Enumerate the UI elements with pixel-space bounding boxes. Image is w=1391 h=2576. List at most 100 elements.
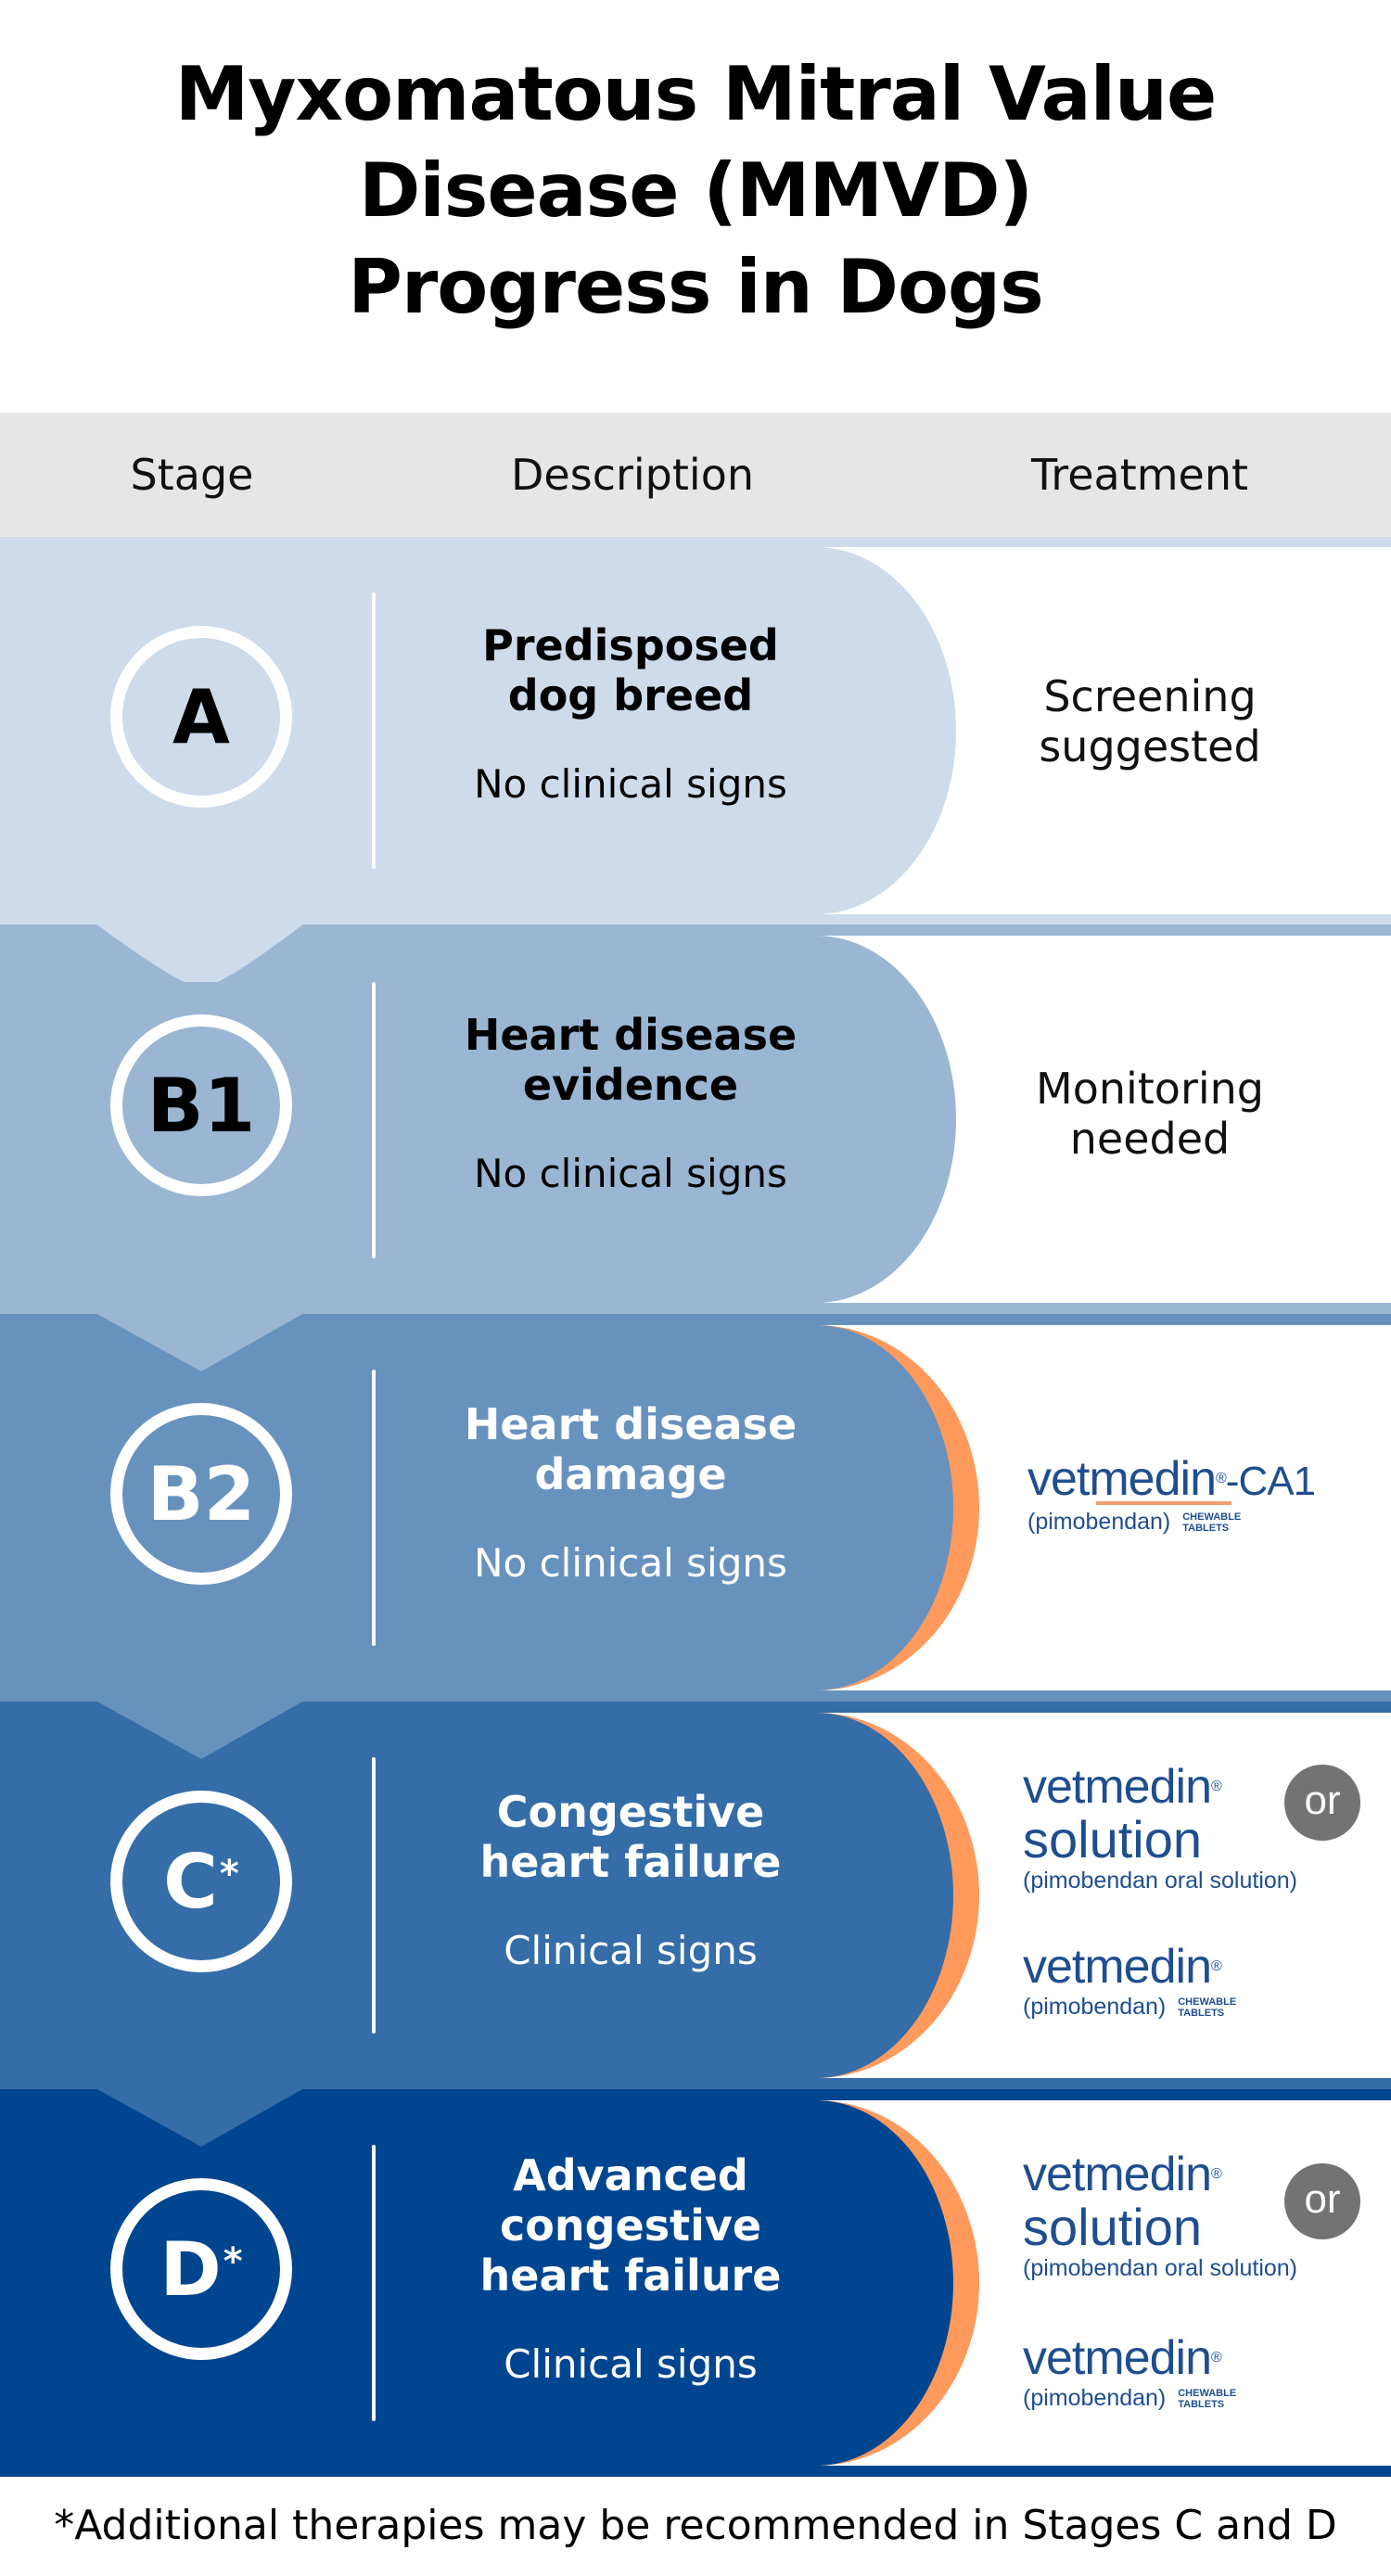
vetmedin-ca1-logo: vetmedin®-CA1 (pimobendan) CHEWABLE TABL…: [1027, 1452, 1316, 1536]
stage-d-description: Advanced congestive heart failure Clinic…: [399, 2150, 862, 2388]
asterisk: *: [223, 2240, 243, 2283]
dosage-form-line: CHEWABLE: [1178, 1996, 1237, 2009]
or-badge: or: [1284, 1765, 1360, 1841]
description-title-line: heart failure: [479, 2251, 782, 2301]
stage-badge-d: D*: [110, 2178, 292, 2360]
description-title-line: Advanced: [513, 2150, 748, 2200]
registered-mark: ®: [1211, 1779, 1222, 1794]
stage-badge-b1: B1: [110, 1014, 292, 1196]
dosage-form-line: TABLETS: [1178, 2399, 1225, 2411]
description-subtitle: Clinical signs: [504, 1928, 758, 1973]
stage-label: B2: [147, 1450, 256, 1537]
page-title: Myxomatous Mitral Value Disease (MMVD) P…: [0, 46, 1391, 336]
footnote: *Additional therapies may be recommended…: [54, 2502, 1337, 2549]
description-title-line: Congestive: [496, 1787, 765, 1837]
stage-row-c: C* Congestive heart failure Clinical sig…: [0, 1702, 1391, 2147]
stage-c-description: Congestive heart failure Clinical signs: [399, 1787, 862, 1974]
stage-row-d: D* Advanced congestive heart failure Cli…: [0, 2089, 1391, 2477]
vetmedin-solution-logo: vetmedin® solution (pimobendan oral solu…: [1023, 1761, 1297, 1894]
description-title: Predisposed dog breed: [399, 620, 862, 721]
generic-name: (pimobendan) CHEWABLE TABLETS: [1023, 2384, 1236, 2412]
brand-line-2: solution: [1023, 2198, 1203, 2256]
description-title-line: Heart disease: [464, 1399, 798, 1449]
stage-b1-description: Heart disease evidence No clinical signs: [399, 1010, 862, 1197]
header-treatment: Treatment: [1030, 450, 1249, 500]
generic-text: (pimobendan): [1027, 1509, 1171, 1535]
heart-icon: [1096, 1501, 1231, 1505]
stage-badge-a: A: [110, 626, 292, 808]
stage-b1-treatment: Monitoring needed: [964, 1064, 1335, 1164]
stage-label: D: [160, 2225, 222, 2313]
stage-a-treatment: Screening suggested: [964, 671, 1335, 772]
brand-name: vetmedin®: [1023, 1760, 1222, 1814]
column-divider: [372, 2145, 376, 2421]
brand-suffix: -CA1: [1225, 1459, 1316, 1504]
description-title-line: heart failure: [479, 1837, 782, 1887]
description-title: Advanced congestive heart failure: [399, 2150, 862, 2301]
description-subtitle: No clinical signs: [474, 1540, 787, 1586]
stage-badge-b2: B2: [110, 1403, 292, 1585]
stage-row-b2: B2 Heart disease damage No clinical sign…: [0, 1314, 1391, 1759]
dosage-form-line: TABLETS: [1182, 1523, 1230, 1535]
column-divider: [372, 593, 376, 869]
brand-name: vetmedin®: [1023, 2331, 1222, 2385]
title-line-3: Progress in Dogs: [348, 244, 1044, 330]
vetmedin-solution-logo: vetmedin® solution (pimobendan oral solu…: [1023, 2149, 1297, 2282]
registered-mark: ®: [1211, 1958, 1222, 1974]
stage-label: C: [163, 1838, 218, 1925]
brand-text: vetmedin: [1023, 1940, 1212, 1994]
stage-c-background: [0, 1702, 1391, 2147]
description-title-line: evidence: [522, 1060, 739, 1110]
treatment-line: Monitoring: [1036, 1064, 1264, 1114]
dosage-form-line: TABLETS: [1178, 2008, 1225, 2020]
dosage-form: CHEWABLE TABLETS: [1178, 2388, 1236, 2410]
brand-text: vetmedin: [1023, 1760, 1212, 1814]
vetmedin-chewable-logo: vetmedin® (pimobendan) CHEWABLE TABLETS: [1023, 2332, 1236, 2412]
table-header: Stage Description Treatment: [0, 413, 1391, 537]
registered-mark: ®: [1211, 2166, 1222, 2182]
generic-name: (pimobendan oral solution): [1023, 2255, 1298, 2281]
treatment-line: Screening: [1043, 671, 1257, 721]
stage-b2-description: Heart disease damage No clinical signs: [399, 1399, 862, 1587]
description-subtitle: No clinical signs: [474, 761, 787, 807]
brand-text: vetmedin: [1023, 2148, 1212, 2201]
description-title-line: Heart disease: [464, 1010, 798, 1060]
stage-row-b1: B1 Heart disease evidence No clinical si…: [0, 925, 1391, 1371]
dosage-form-line: CHEWABLE: [1182, 1511, 1242, 1524]
generic-name: (pimobendan) CHEWABLE TABLETS: [1023, 1993, 1236, 2021]
brand-name: vetmedin®: [1023, 1940, 1222, 1994]
stage-row-a: A Predisposed dog breed No clinical sign…: [0, 537, 1391, 982]
stage-a-background: [0, 537, 1391, 982]
header-description: Description: [511, 450, 754, 500]
description-subtitle: Clinical signs: [504, 2341, 758, 2387]
stage-a-description: Predisposed dog breed No clinical signs: [399, 620, 862, 808]
or-badge: or: [1284, 2163, 1360, 2239]
description-title: Heart disease damage: [399, 1399, 862, 1499]
brand-text: vetmedin: [1023, 2331, 1212, 2385]
title-line-1: Myxomatous Mitral Value: [174, 51, 1217, 137]
column-divider: [372, 1370, 376, 1646]
brand-name: vetmedin®-CA1: [1027, 1452, 1316, 1508]
title-line-2: Disease (MMVD): [358, 147, 1033, 234]
asterisk: *: [219, 1853, 239, 1895]
description-title: Heart disease evidence: [399, 1010, 862, 1110]
brand-line-2: solution: [1023, 1810, 1203, 1868]
generic-text: (pimobendan): [1023, 2385, 1167, 2411]
stage-label: B1: [147, 1062, 256, 1149]
dosage-form: CHEWABLE TABLETS: [1178, 1996, 1236, 2019]
stage-label: A: [172, 673, 230, 760]
description-subtitle: No clinical signs: [474, 1151, 787, 1196]
registered-mark: ®: [1211, 2350, 1222, 2366]
generic-text: (pimobendan): [1023, 1994, 1167, 2020]
generic-name: (pimobendan) CHEWABLE TABLETS: [1027, 1508, 1315, 1536]
registered-mark: ®: [1216, 1471, 1227, 1486]
description-title: Congestive heart failure: [399, 1787, 862, 1887]
vetmedin-chewable-logo: vetmedin® (pimobendan) CHEWABLE TABLETS: [1023, 1941, 1236, 2021]
brand-text: vetmedin: [1027, 1452, 1217, 1506]
treatment-line: suggested: [1039, 721, 1261, 772]
brand-name: vetmedin®: [1023, 2148, 1222, 2201]
header-stage: Stage: [130, 450, 254, 500]
treatment-line: needed: [1069, 1114, 1231, 1164]
stage-badge-c: C*: [110, 1791, 292, 1972]
description-title-line: dog breed: [507, 670, 754, 721]
